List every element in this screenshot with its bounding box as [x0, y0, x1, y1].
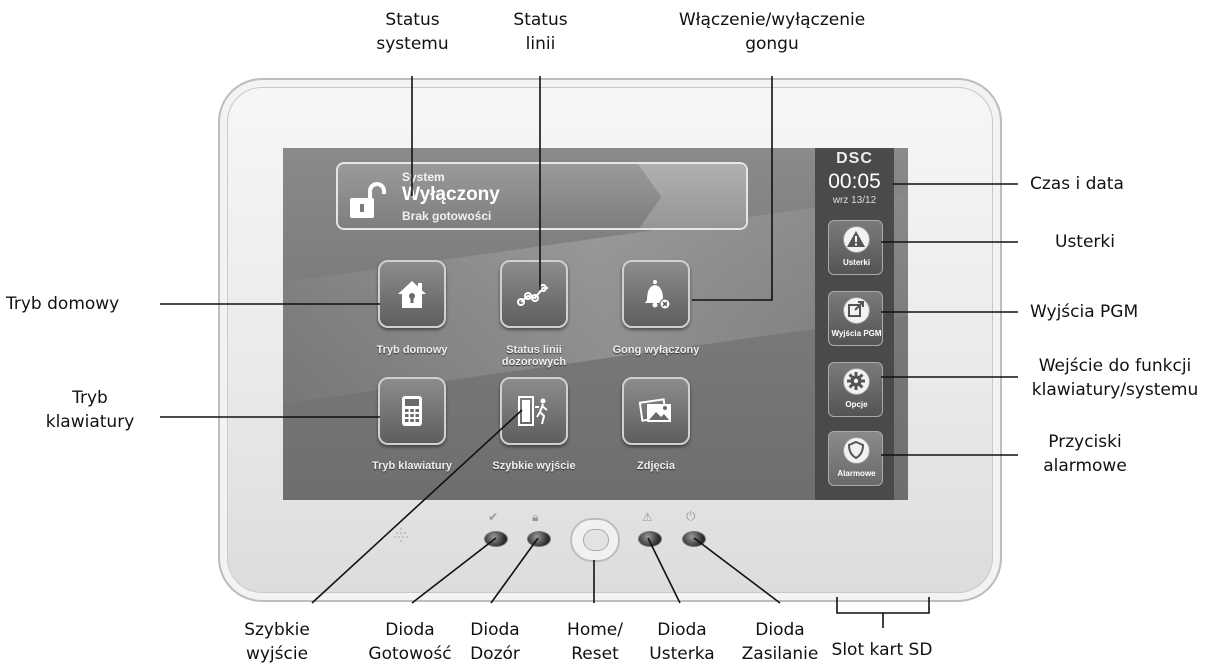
callout-slot-kart-sd: Slot kart SD	[831, 640, 933, 660]
callout-dioda-gotowosc: Dioda Gotowość	[368, 620, 452, 664]
status-linii-button[interactable]	[500, 260, 568, 328]
tryb-klawiatury-label: Tryb klawiatury	[371, 460, 453, 472]
gong-label: Gong wyłączony	[612, 344, 700, 356]
wyjscia-pgm-label: Wyjścia PGM	[831, 329, 882, 338]
gong-button[interactable]	[622, 260, 690, 328]
callout-gong: Włączenie/wyłączenie gongu	[678, 10, 866, 54]
callout-wyjscia-pgm: Wyjścia PGM	[1030, 302, 1139, 322]
callout-wejscie: Wejście do funkcji klawiatury/systemu	[1031, 356, 1199, 400]
callout-dioda-usterka: Dioda Usterka	[649, 620, 715, 664]
led-usterka	[638, 531, 662, 547]
callout-dioda-dozor: Dioda Dozór	[470, 620, 520, 664]
zdjecia-button[interactable]	[622, 377, 690, 445]
alarmowe-label: Alarmowe	[837, 469, 876, 478]
szybkie-wyjscie-label: Szybkie wyjście	[492, 460, 576, 472]
tryb-domowy-button[interactable]	[378, 260, 446, 328]
callout-czas-i-data: Czas i data	[1030, 174, 1124, 194]
opcje-button[interactable]: Opcje	[828, 362, 883, 417]
alarmowe-button[interactable]: Alarmowe	[828, 431, 883, 486]
zdjecia-label: Zdjęcia	[637, 460, 675, 472]
callout-home-reset: Home/ Reset	[567, 620, 623, 664]
callout-szybkie-wyjscie: Szybkie wyjście	[244, 620, 310, 664]
callout-dioda-zasilanie: Dioda Zasilanie	[741, 620, 819, 664]
external-arrow-icon	[848, 301, 864, 317]
usterki-label: Usterki	[842, 258, 871, 267]
callout-status-systemu: Status systemu	[376, 10, 449, 54]
callout-przyciski-alarmowe: Przyciski alarmowe	[1043, 432, 1127, 476]
clock-time: 00:05	[828, 170, 881, 193]
clock-date: wrz 13/12	[832, 195, 877, 206]
speaker-grille-icon	[394, 528, 408, 542]
led-zasilanie	[682, 531, 706, 547]
system-status-panel[interactable]: System Wyłączony Brak gotowości	[336, 162, 748, 230]
warning-triangle-icon	[847, 231, 865, 247]
callout-usterki: Usterki	[1055, 232, 1115, 252]
zone-path-icon	[517, 284, 548, 306]
status-readiness: Brak gotowości	[402, 209, 492, 223]
led-dozor	[527, 531, 551, 547]
tryb-domowy-label: Tryb domowy	[376, 344, 448, 356]
callout-status-linii: Status linii	[513, 10, 568, 54]
status-system-label: System	[402, 170, 445, 184]
status-linii-label: Status linii dozorowych	[501, 344, 567, 368]
gear-icon	[847, 372, 865, 390]
usterki-button[interactable]: Usterki	[828, 220, 883, 275]
opcje-label: Opcje	[845, 400, 868, 409]
dsc-logo: DSC	[836, 150, 873, 167]
padlock-icon: 🔒︎	[532, 510, 539, 524]
szybkie-wyjscie-button[interactable]	[500, 377, 568, 445]
tryb-klawiatury-button[interactable]	[378, 377, 446, 445]
callout-tryb-domowy: Tryb domowy	[6, 294, 120, 314]
unlocked-padlock-icon	[350, 182, 386, 218]
callout-tryb-klawiatury: Tryb klawiatury	[45, 388, 135, 432]
power-icon: ⏻	[686, 509, 696, 523]
check-icon: ✔	[488, 510, 499, 524]
photos-icon	[638, 398, 671, 422]
wyjscia-pgm-button[interactable]: Wyjścia PGM	[828, 291, 883, 346]
bell-off-icon	[645, 280, 671, 310]
shield-icon	[847, 440, 865, 460]
led-gotowosc	[484, 531, 508, 547]
status-state: Wyłączony	[402, 184, 500, 205]
home-reset-button[interactable]	[570, 518, 620, 562]
house-icon	[398, 281, 426, 308]
keypad-icon	[402, 396, 422, 426]
exit-door-icon	[518, 396, 548, 426]
warning-triangle-icon: ⚠	[642, 510, 653, 524]
